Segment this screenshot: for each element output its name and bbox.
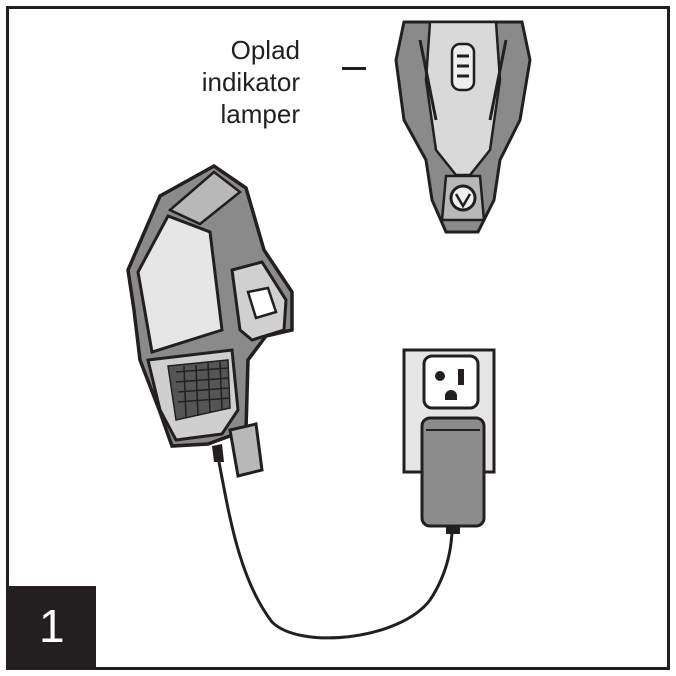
handheld-vacuum [126,163,294,478]
filter-mesh [167,359,231,421]
charger-adapter [420,416,486,534]
illustration-frame [6,6,670,670]
charge-indicator-callout: Oplad indikator lamper [150,34,300,130]
callout-line: Oplad [230,35,300,65]
step-number-badge: 1 [9,586,96,667]
vacuum-top-view [394,20,532,234]
power-button-icon [449,184,477,212]
charging-cable [217,461,454,640]
callout-line: indikator [201,67,300,97]
callout-leader-line [342,67,366,70]
callout-line: lamper [220,99,300,129]
